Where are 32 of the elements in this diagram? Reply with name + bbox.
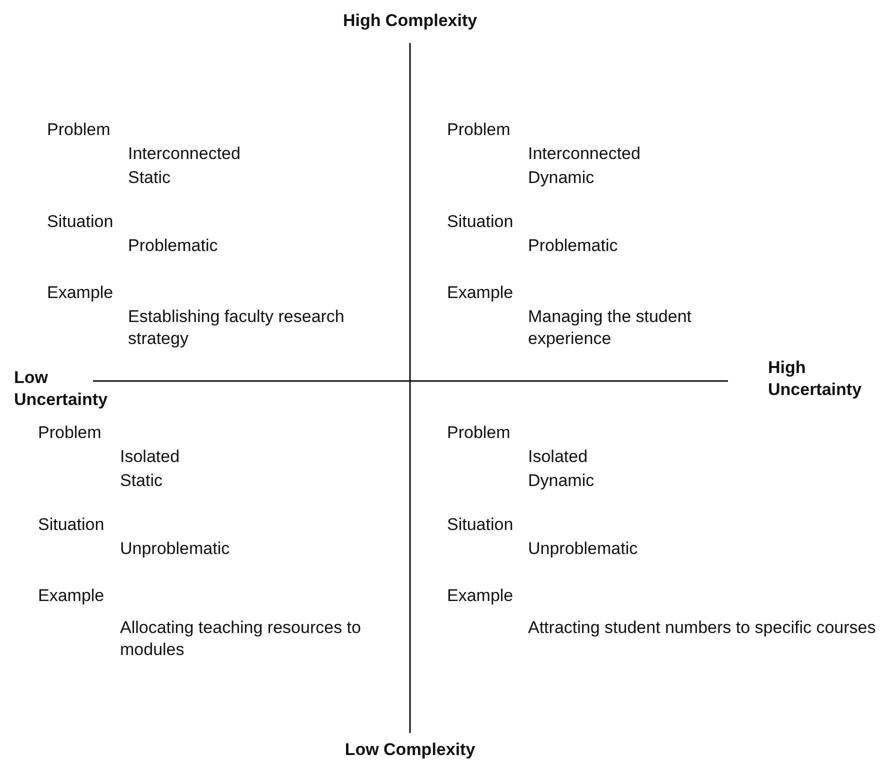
example-text: Establishing faculty research strategy (128, 306, 346, 350)
attribute-value: Problematic (128, 235, 219, 257)
attribute-value: Problematic (528, 235, 619, 257)
example-text: Allocating teaching resources to modules (120, 617, 362, 661)
attribute-value: Interconnected (128, 143, 242, 165)
attribute-value: Unproblematic (528, 538, 639, 560)
row-heading: Example (47, 282, 114, 304)
example-text: Managing the student experience (528, 306, 693, 350)
attribute-value: Dynamic (528, 167, 596, 189)
row-heading: Example (447, 282, 514, 304)
axis-label: Low Complexity (344, 739, 476, 761)
row-heading: Situation (47, 211, 114, 233)
attribute-value: Isolated (120, 446, 181, 468)
attribute-value: Isolated (528, 446, 589, 468)
row-heading: Situation (38, 514, 106, 536)
row-heading: Problem (447, 119, 512, 141)
row-heading: Situation (447, 211, 514, 233)
row-heading: Problem (447, 422, 512, 444)
attribute-value: Static (128, 167, 172, 189)
row-heading: Problem (47, 119, 112, 141)
row-heading: Situation (447, 514, 514, 536)
example-text: Attracting student numbers to specific courses (528, 617, 877, 639)
attribute-value: Unproblematic (120, 538, 231, 560)
row-heading: Example (447, 585, 514, 607)
axis-label: High Uncertainty (768, 357, 863, 401)
attribute-value: Interconnected (528, 143, 642, 165)
axis-label: Low Uncertainty (14, 367, 109, 411)
row-heading: Problem (38, 422, 102, 444)
axis-label: High Complexity (342, 10, 478, 32)
row-heading: Example (38, 585, 106, 607)
attribute-value: Static (120, 470, 164, 492)
attribute-value: Dynamic (528, 470, 596, 492)
